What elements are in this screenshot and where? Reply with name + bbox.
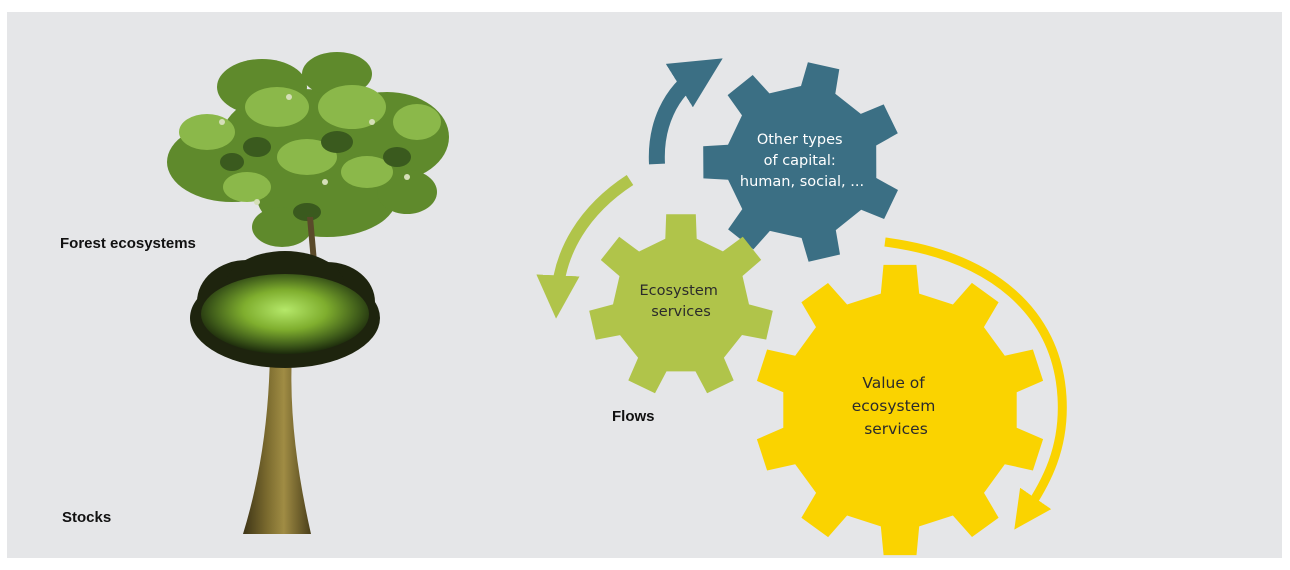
label-forest-ecosystems: Forest ecosystems (60, 235, 196, 252)
diagram-canvas: Forest ecosystems Stocks Other types of … (60, 52, 1067, 556)
gear-ecosystem-services-line1: Ecosystem (639, 283, 717, 299)
gear-value-label: Value of ecosystem services (852, 374, 941, 438)
gear-other-capital-label: Other types of capital: human, social, .… (740, 132, 864, 190)
gear-ecosystem-services-line2: services (651, 304, 711, 320)
gear-other-capital-line2: of capital: (764, 153, 836, 169)
gear-value-line3: services (864, 420, 928, 438)
gear-ecosystem-services-label: Ecosystem services (639, 283, 722, 320)
gear-value-line1: Value of (862, 374, 925, 392)
gear-other-capital (703, 62, 898, 262)
green-arrow (536, 174, 634, 319)
gear-other-capital-line1: Other types (757, 132, 843, 148)
label-stocks: Stocks (62, 509, 111, 526)
diagram-panel: Forest ecosystems Stocks Other types of … (7, 12, 1282, 558)
yellow-arrow (884, 237, 1067, 530)
label-flows: Flows (612, 408, 655, 425)
gear-ecosystem-services (589, 214, 773, 394)
gear-other-capital-line3: human, social, ... (740, 174, 864, 190)
bush-icon (167, 52, 449, 262)
tree-icon (190, 251, 380, 534)
gear-value (756, 264, 1044, 556)
teal-arrow (648, 58, 723, 165)
gear-value-line2: ecosystem (852, 397, 936, 415)
